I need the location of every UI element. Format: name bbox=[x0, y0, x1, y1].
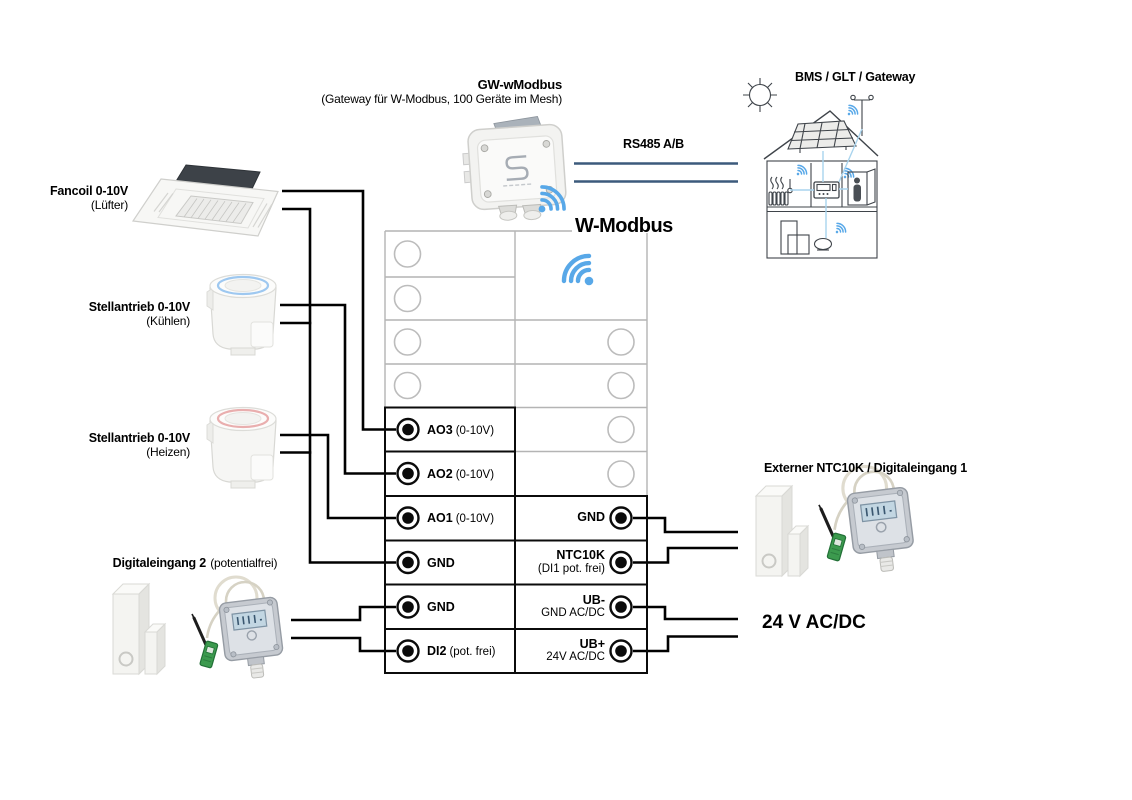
solar-panel bbox=[787, 120, 857, 153]
terminal-di2-sub: (pot. frei) bbox=[449, 646, 496, 658]
terminal-gnd2-name: GND bbox=[427, 600, 455, 614]
terminal-ub-minus-sub: GND AC/DC bbox=[541, 607, 605, 619]
terminal-ao3-sub: (0-10V) bbox=[455, 424, 495, 437]
digital-in2-subtitle: (potentialfrei) bbox=[210, 556, 278, 570]
wifi-icon-solar bbox=[843, 102, 861, 120]
room-controller bbox=[813, 181, 840, 199]
wire-shared-gnd bbox=[282, 207, 396, 564]
terminal-ub-plus-name: UB+ bbox=[579, 636, 605, 651]
gateway-title-block: GW-wModbus (Gateway für W-Modbus, 100 Ge… bbox=[321, 77, 563, 107]
terminal-gnd1-name: GND bbox=[427, 555, 455, 570]
terminal-di2-name: DI2 bbox=[427, 644, 447, 658]
gateway-title: GW-wModbus bbox=[477, 77, 563, 92]
gateway-wifi-icon bbox=[538, 185, 566, 213]
door-contact-left-image bbox=[112, 583, 166, 675]
valve-cool-subtitle: (Kühlen) bbox=[146, 314, 190, 328]
wmodbus-wifi-icon bbox=[561, 253, 594, 286]
wire-ntc-signal bbox=[633, 546, 738, 564]
valve-cool-title: Stellantrieb 0-10V bbox=[88, 300, 191, 314]
wired-terminals bbox=[396, 417, 633, 663]
terminal-ntc10k-sub: (DI1 pot. frei) bbox=[537, 562, 605, 575]
terminal-label-gnd2: GND bbox=[427, 599, 455, 615]
digital-in2-label: Digitaleingang 2 (potentialfrei) bbox=[105, 556, 285, 570]
terminal-label-gnd-r: GND bbox=[577, 510, 605, 525]
wireless-sensor-oval bbox=[813, 237, 833, 251]
valve-heat-label: Stellantrieb 0-10V (Heizen) bbox=[88, 431, 191, 459]
wire-heat-ao1 bbox=[280, 433, 396, 520]
terminal-ub-plus-sub: 24V AC/DC bbox=[546, 651, 605, 663]
connection-wires bbox=[280, 189, 738, 653]
fancoil-title: Fancoil 0-10V bbox=[50, 184, 128, 198]
probe-sensor-right-image bbox=[817, 464, 919, 577]
terminal-label-ub-minus: UB-GND AC/DC bbox=[541, 592, 605, 621]
fancoil-unit-image bbox=[131, 164, 279, 237]
terminal-table bbox=[384, 230, 648, 674]
fancoil-subtitle: (Lüfter) bbox=[90, 198, 128, 212]
terminal-label-ntc10k: NTC10K(DI1 pot. frei) bbox=[537, 548, 605, 576]
door-contact-right-image bbox=[755, 485, 809, 577]
rs485-bus-lines bbox=[574, 162, 738, 183]
digital-in2-title: Digitaleingang 2 bbox=[112, 556, 207, 570]
wire-fancoil-ao3 bbox=[282, 189, 396, 431]
actuator-heat-image bbox=[206, 406, 277, 489]
person-at-door bbox=[847, 168, 876, 206]
terminal-ntc10k-name: NTC10K bbox=[556, 548, 605, 562]
wmodbus-label: W-Modbus bbox=[572, 216, 676, 236]
boiler bbox=[780, 220, 810, 255]
valve-heat-subtitle: (Heizen) bbox=[146, 445, 190, 459]
terminal-ao1-name: AO1 bbox=[427, 511, 453, 525]
terminal-ao2-sub: (0-10V) bbox=[455, 468, 495, 481]
valve-cool-label: Stellantrieb 0-10V (Kühlen) bbox=[88, 300, 191, 328]
wire-cool-ao2 bbox=[280, 303, 396, 475]
wire-power-plus bbox=[633, 635, 738, 653]
wifi-icon-radiator bbox=[792, 162, 810, 180]
terminal-label-gnd1: GND bbox=[427, 555, 455, 571]
wire-power-minus bbox=[633, 605, 738, 621]
actuator-cool-image bbox=[206, 273, 277, 356]
terminal-ao3-name: AO3 bbox=[427, 422, 453, 437]
terminal-ao2-name: AO2 bbox=[427, 466, 453, 481]
radiator bbox=[768, 176, 793, 206]
unused-terminal-circles bbox=[393, 240, 635, 488]
probe-sensor-left-image bbox=[190, 575, 288, 683]
power-supply-label: 24 V AC/DC bbox=[762, 612, 866, 633]
sun-icon bbox=[743, 78, 777, 112]
terminal-label-ao3: AO3(0-10V) bbox=[427, 422, 494, 438]
terminal-label-ao2: AO2(0-10V) bbox=[427, 466, 494, 482]
gateway-subtitle: (Gateway für W-Modbus, 100 Geräte im Mes… bbox=[321, 92, 562, 106]
terminal-gnd-r-name: GND bbox=[577, 510, 605, 524]
terminal-ub-minus-name: UB- bbox=[582, 592, 605, 607]
fancoil-label: Fancoil 0-10V (Lüfter) bbox=[50, 184, 128, 212]
wire-di2-in bbox=[291, 636, 396, 653]
bms-house-illustration bbox=[743, 78, 879, 259]
bms-label: BMS / GLT / Gateway bbox=[795, 70, 916, 84]
wifi-icon-boiler bbox=[831, 220, 849, 238]
rs485-label: RS485 A/B bbox=[623, 137, 684, 151]
terminal-label-ub-plus: UB+24V AC/DC bbox=[546, 636, 605, 665]
terminal-label-di2: DI2(pot. frei) bbox=[427, 643, 495, 659]
external-ntc-label: Externer NTC10K / Digitaleingang 1 bbox=[764, 461, 967, 475]
s-logo bbox=[505, 155, 529, 181]
house-wireless-links bbox=[790, 128, 863, 238]
wire-di2-gnd bbox=[291, 605, 396, 622]
terminal-ao1-sub: (0-10V) bbox=[455, 513, 495, 525]
valve-heat-title: Stellantrieb 0-10V bbox=[88, 431, 191, 445]
wire-ntc-gnd bbox=[633, 516, 738, 534]
terminal-label-ao1: AO1(0-10V) bbox=[427, 510, 494, 526]
